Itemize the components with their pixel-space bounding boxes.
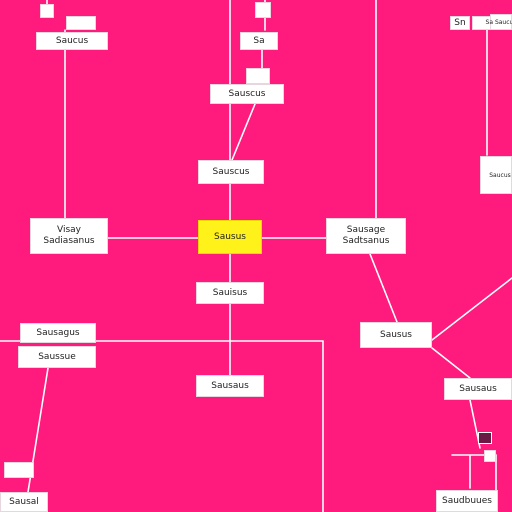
node-subtitle: Sadtsanus xyxy=(342,236,390,246)
node-label: Sauscus xyxy=(212,166,250,177)
node-right-mid[interactable]: Sausus xyxy=(360,322,432,348)
node-title: Visay xyxy=(57,225,81,235)
node-label: Saucus xyxy=(489,171,511,179)
node-upper-center[interactable]: Sauscus xyxy=(210,84,284,104)
node-label: Sausus xyxy=(379,329,412,340)
small-node-chip[interactable] xyxy=(4,462,34,478)
node-top-center-chip[interactable]: Sa xyxy=(240,32,278,50)
node-label: Sausaus xyxy=(459,383,497,394)
node-top-right[interactable]: Sa Saucus xyxy=(486,14,512,30)
small-node-card[interactable] xyxy=(480,156,512,194)
node-label: Sn xyxy=(454,17,466,28)
connector-line xyxy=(431,347,471,379)
node-label: Sausaus xyxy=(211,380,249,391)
node-right-branch[interactable]: Sausage Sadtsanus xyxy=(326,218,406,254)
node-below-center[interactable]: Sauisus xyxy=(196,282,264,304)
small-node-chip[interactable] xyxy=(246,68,270,84)
connector-line xyxy=(369,253,398,323)
node-bottom-left[interactable]: Sausal xyxy=(0,492,48,512)
node-sauscus[interactable]: Sauscus xyxy=(198,160,264,184)
node-label: Sausagus xyxy=(36,327,80,338)
node-left-branch[interactable]: Visay Sadiasanus xyxy=(30,218,108,254)
node-label: Sausal xyxy=(9,496,39,507)
node-label: Sa Saucus xyxy=(485,18,512,26)
node-left-lower-title[interactable]: Sausagus xyxy=(20,323,96,343)
central-node[interactable]: Sausus xyxy=(198,220,262,254)
node-top-left-chip[interactable]: Saucus xyxy=(36,32,108,50)
small-node-chip[interactable] xyxy=(484,450,496,462)
node-label: Saussue xyxy=(38,351,76,362)
node-bottom-right[interactable]: Saudbuues xyxy=(436,490,498,512)
small-node-chip[interactable] xyxy=(255,2,271,18)
small-node-chip[interactable] xyxy=(66,16,96,30)
node-subtitle: Sadiasanus xyxy=(43,236,95,246)
node-bottom-center[interactable]: Sausaus xyxy=(196,375,264,397)
node-label: Sauisus xyxy=(212,287,248,298)
connector-line xyxy=(431,277,512,341)
node-right-edge[interactable]: Saucus xyxy=(488,168,512,182)
node-label: Saucus xyxy=(55,35,89,46)
node-top-far-chip[interactable]: Sn xyxy=(450,16,470,30)
node-right-lower[interactable]: Sausaus xyxy=(444,378,512,400)
small-dark-chip[interactable] xyxy=(478,432,492,444)
node-left-lower-sub[interactable]: Saussue xyxy=(18,346,96,368)
node-title: Sausage xyxy=(346,225,386,235)
node-label: Sa xyxy=(253,35,265,46)
node-label: Saudbuues xyxy=(442,495,492,506)
small-node-chip[interactable] xyxy=(40,4,54,18)
node-label: Sauscus xyxy=(228,88,266,99)
connector-line xyxy=(231,103,256,161)
central-node-label: Sausus xyxy=(213,231,246,242)
